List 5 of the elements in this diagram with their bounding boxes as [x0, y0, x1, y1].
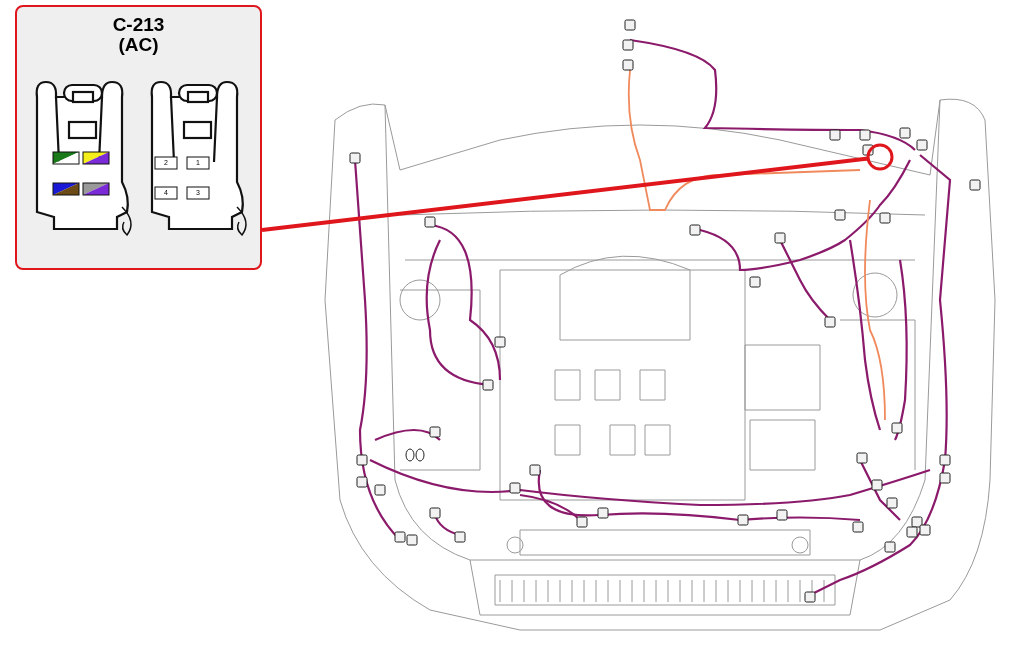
leader-line: [261, 156, 869, 232]
connector-id: C-213: [111, 15, 166, 35]
highlight-circle: [866, 143, 894, 171]
callout-panel: [15, 5, 262, 270]
connector-function: (AC): [117, 35, 160, 55]
